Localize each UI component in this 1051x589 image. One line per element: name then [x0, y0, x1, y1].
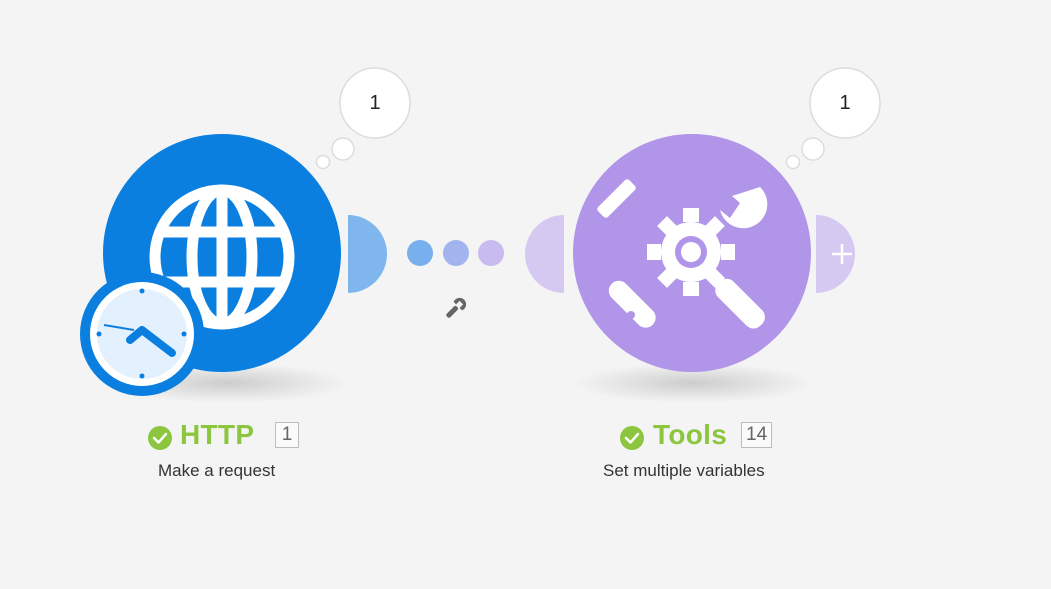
check-circle-icon: [148, 426, 172, 450]
http-output-handle[interactable]: [348, 215, 387, 293]
tools-module-subtitle: Set multiple variables: [603, 461, 765, 480]
tools-input-handle[interactable]: [525, 215, 564, 293]
check-circle-icon: [620, 426, 644, 450]
tools-module-id-badge: 14: [741, 422, 773, 448]
tools-module[interactable]: [525, 134, 855, 372]
tools-module-shadow: [573, 363, 813, 403]
http-module-subtitle: Make a request: [158, 461, 276, 480]
http-module[interactable]: [80, 134, 387, 396]
tools-module-title[interactable]: Tools: [653, 419, 728, 450]
connection-line[interactable]: [407, 240, 504, 266]
http-operations-count: 1: [369, 92, 381, 114]
http-module-title[interactable]: HTTP: [180, 419, 255, 450]
tools-operations-bubble[interactable]: [785, 67, 881, 170]
plus-icon[interactable]: [832, 244, 852, 264]
http-operations-bubble[interactable]: [315, 67, 411, 170]
clock-icon[interactable]: [80, 272, 204, 396]
connector-dot: [407, 240, 433, 266]
globe-icon: [149, 184, 295, 330]
wrench-icon[interactable]: [443, 295, 469, 321]
connector-dot: [443, 240, 469, 266]
tools-operations-count: 1: [839, 92, 851, 114]
http-module-id-badge: 1: [275, 422, 299, 448]
tools-icon: [597, 179, 768, 329]
connector-dot: [478, 240, 504, 266]
